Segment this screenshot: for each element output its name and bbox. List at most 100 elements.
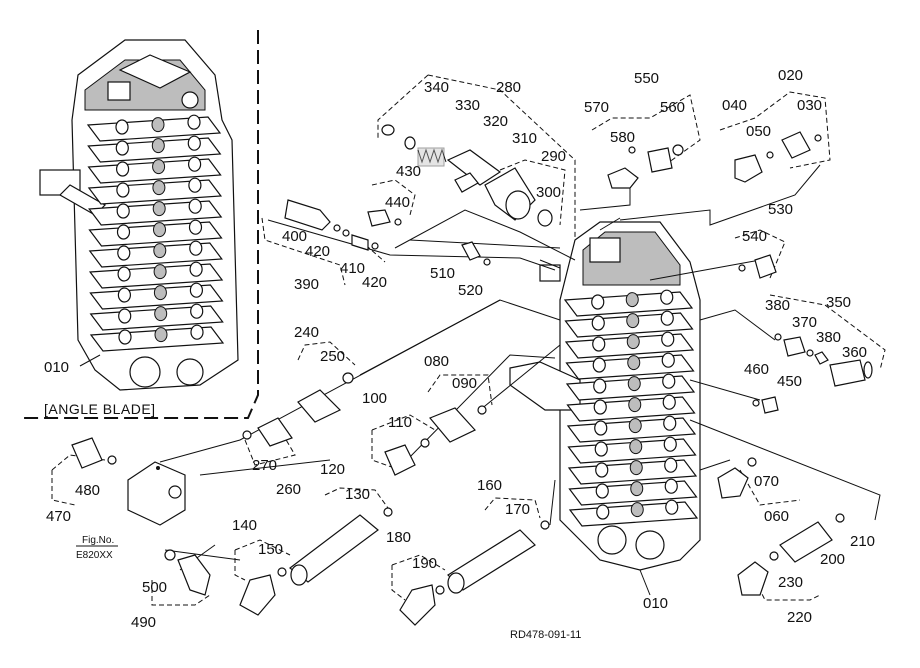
callout-520: 520 <box>458 282 483 299</box>
callout-480: 480 <box>75 482 100 499</box>
callout-170: 170 <box>505 501 530 518</box>
o-ring-070 <box>747 457 757 467</box>
elbow-570 <box>607 167 639 189</box>
fitting-020 <box>781 131 811 159</box>
main-spool-section <box>567 457 698 485</box>
callout-020: 020 <box>778 67 803 84</box>
main-spool-section <box>564 310 694 338</box>
o-ring-050 <box>766 151 774 159</box>
fitting-440 <box>367 209 391 227</box>
callout-330: 330 <box>455 97 480 114</box>
inset-spool-section <box>88 198 223 226</box>
o-ring-380a <box>774 333 782 341</box>
elbow-180 <box>399 584 436 626</box>
o-ring-480 <box>107 455 117 465</box>
fitting-540 <box>754 254 777 279</box>
callout-300: 300 <box>536 184 561 201</box>
part-370 <box>783 336 806 357</box>
callout-030: 030 <box>797 97 822 114</box>
o-ring-270 <box>242 430 252 440</box>
inset-valve-body <box>39 39 239 391</box>
callout-260: 260 <box>276 481 301 498</box>
part-shapes <box>71 124 873 626</box>
callout-270: 270 <box>252 457 277 474</box>
callout-420a: 420 <box>305 243 330 260</box>
inset-caption: [ANGLE BLADE] <box>44 401 156 417</box>
main-spool-section <box>567 436 697 464</box>
callout-120: 120 <box>320 461 345 478</box>
cap-240 <box>297 389 342 423</box>
fig-ref-block <box>127 461 186 526</box>
inset-spool-section <box>86 114 222 142</box>
elbow-040 <box>734 154 763 183</box>
elbow-140 <box>239 574 276 616</box>
fitting-560 <box>647 147 673 173</box>
main-spool-section <box>563 289 694 317</box>
o-ring-380b <box>806 349 814 357</box>
callout-460: 460 <box>744 361 769 378</box>
callout-250: 250 <box>320 348 345 365</box>
plug-450 <box>761 396 779 414</box>
inset-spool-section <box>89 324 225 352</box>
callout-090: 090 <box>452 375 477 392</box>
o-ring-130 <box>383 507 393 517</box>
callout-470: 470 <box>46 508 71 525</box>
inset-spool-section <box>87 177 223 205</box>
group-brackets <box>51 74 886 606</box>
callout-220: 220 <box>787 609 812 626</box>
callout-010: 010 <box>643 595 668 612</box>
cap-360 <box>829 359 866 387</box>
callout-550: 550 <box>634 70 659 87</box>
callout-080: 080 <box>424 353 449 370</box>
plunger-400 <box>284 199 331 231</box>
callouts: 340 280 330 320 310 290 430 300 440 400 … <box>46 67 875 641</box>
callout-060: 060 <box>764 508 789 525</box>
main-valve-body <box>509 221 701 571</box>
plug-290-end <box>505 190 531 220</box>
o-ring-250 <box>342 372 354 384</box>
callout-100: 100 <box>362 390 387 407</box>
fitting-260 <box>257 417 293 447</box>
callout-580: 580 <box>610 129 635 146</box>
callout-560: 560 <box>660 99 685 116</box>
o-ring-340 <box>381 124 395 136</box>
inset-spool-section <box>89 282 224 310</box>
part-430 <box>454 172 479 193</box>
fig-ref-line1: Fig.No. <box>82 535 114 546</box>
callout-500: 500 <box>142 579 167 596</box>
cap-200 <box>779 521 833 563</box>
leader-lines <box>159 164 881 571</box>
callout-320: 320 <box>483 113 508 130</box>
callout-130: 130 <box>345 486 370 503</box>
o-ring-170 <box>540 520 550 530</box>
main-spool-section <box>565 352 695 380</box>
inset-spool-section <box>89 303 224 331</box>
main-spool-section <box>565 373 696 401</box>
callout-390: 390 <box>294 276 319 293</box>
callout-380a: 380 <box>765 297 790 314</box>
callout-230: 230 <box>778 574 803 591</box>
callout-310: 310 <box>512 130 537 147</box>
callout-210: 210 <box>850 533 875 550</box>
callout-040: 040 <box>722 97 747 114</box>
callout-430: 430 <box>396 163 421 180</box>
callout-160: 160 <box>477 477 502 494</box>
o-ring-090 <box>477 405 487 415</box>
o-ring-210 <box>835 513 845 523</box>
inset-spool-section <box>87 156 222 184</box>
fitting-100 <box>384 444 416 476</box>
callout-070: 070 <box>754 473 779 490</box>
o-ring-460 <box>752 399 760 407</box>
callout-240: 240 <box>294 324 319 341</box>
callout-110: 110 <box>388 414 412 431</box>
callout-200: 200 <box>820 551 845 568</box>
callout-370: 370 <box>792 314 817 331</box>
o-ring-030 <box>814 134 822 142</box>
o-ring-300 <box>537 209 553 227</box>
spring-320 <box>417 147 447 167</box>
elbow-490 <box>177 554 211 596</box>
callout-530: 530 <box>768 201 793 218</box>
angle-blade-inset: 010 [ANGLE BLADE] <box>20 30 259 419</box>
callout-540: 540 <box>742 228 767 245</box>
